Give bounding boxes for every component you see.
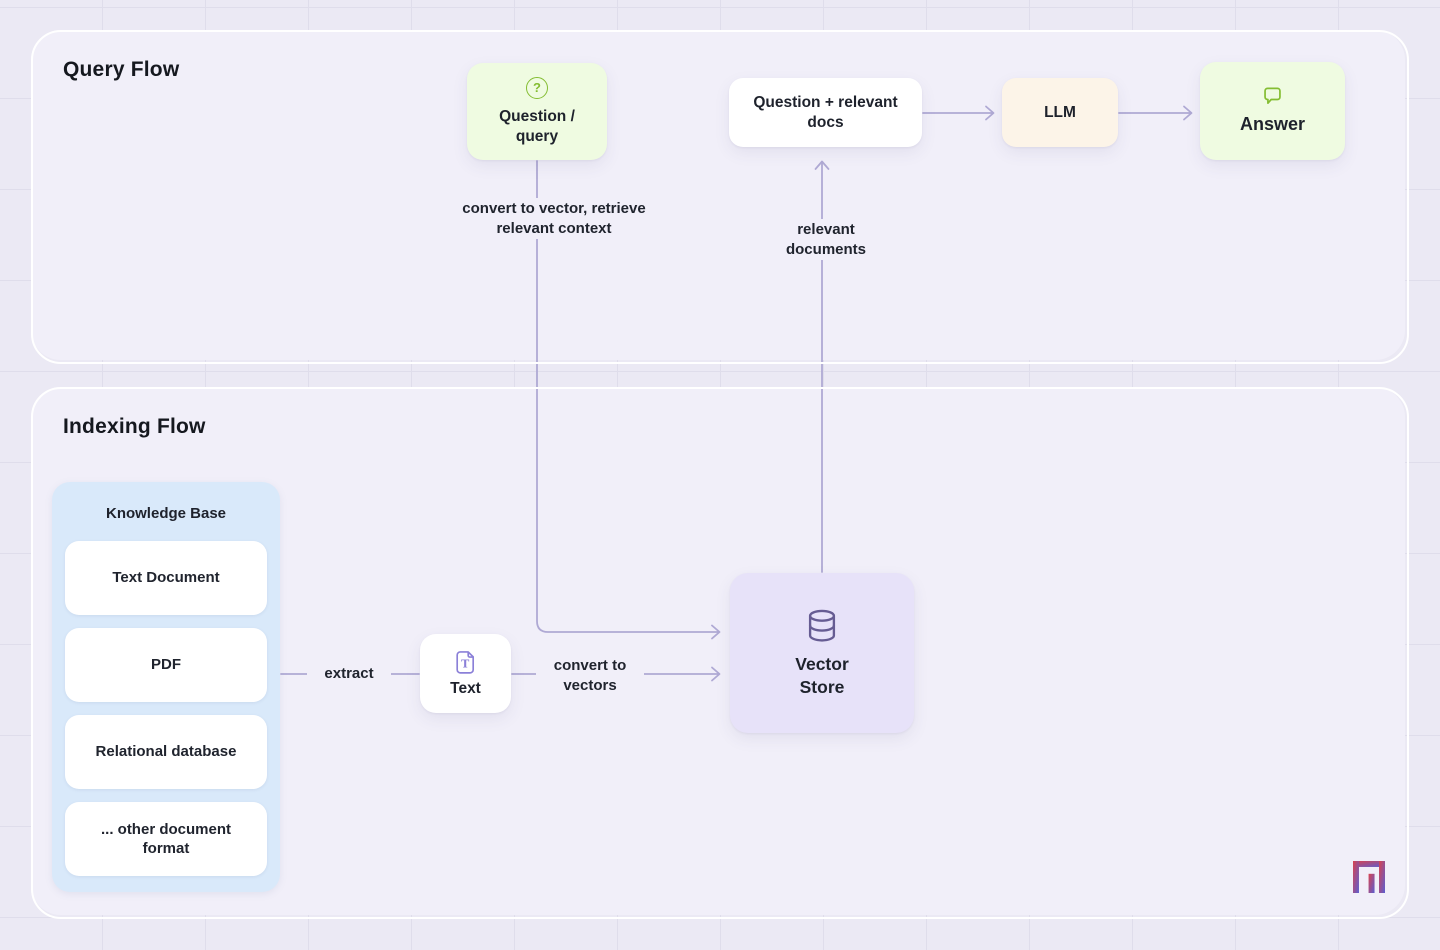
- edge-label-relevant-documents: relevant documents: [762, 219, 890, 260]
- question-query-label: Question / query: [499, 107, 575, 145]
- database-icon: [808, 609, 836, 642]
- knowledge-base-items: Text Document PDF Relational database ..…: [65, 541, 267, 876]
- kb-item-other-format: ... other document format: [65, 802, 267, 876]
- speech-bubble-icon: [1264, 87, 1281, 105]
- indexing-flow-title: Indexing Flow: [63, 415, 206, 438]
- knowledge-base-container: Knowledge Base Text Document PDF Relatio…: [52, 482, 280, 892]
- text-node-label: Text: [450, 679, 481, 697]
- kb-item-text-document: Text Document: [65, 541, 267, 615]
- query-flow-panel: [31, 30, 1405, 360]
- kb-item-pdf: PDF: [65, 628, 267, 702]
- query-flow-title: Query Flow: [63, 58, 180, 81]
- vector-store-node: Vector Store: [730, 573, 914, 733]
- knowledge-base-title: Knowledge Base: [105, 505, 227, 522]
- answer-label: Answer: [1239, 114, 1306, 135]
- vector-store-label: Vector Store: [795, 654, 849, 697]
- text-node: T Text: [420, 634, 511, 713]
- answer-node: Answer: [1200, 62, 1345, 160]
- edge-label-extract: extract: [307, 663, 391, 685]
- kb-item-relational-database: Relational database: [65, 715, 267, 789]
- edge-label-convert-to-vectors: convert to vectors: [536, 655, 644, 696]
- question-circle-icon: ?: [526, 76, 548, 99]
- llm-label: LLM: [1044, 103, 1076, 121]
- question-relevant-docs-label: Question + relevant docs: [753, 93, 898, 131]
- question-relevant-docs-node: Question + relevant docs: [729, 78, 922, 147]
- brand-logo-icon: [1353, 861, 1385, 893]
- svg-text:T: T: [461, 657, 469, 670]
- question-query-node: ? Question / query: [467, 63, 607, 160]
- llm-node: LLM: [1002, 78, 1118, 147]
- document-text-icon: T: [456, 650, 475, 674]
- edge-label-convert-retrieve: convert to vector, retrieve relevant con…: [440, 198, 668, 239]
